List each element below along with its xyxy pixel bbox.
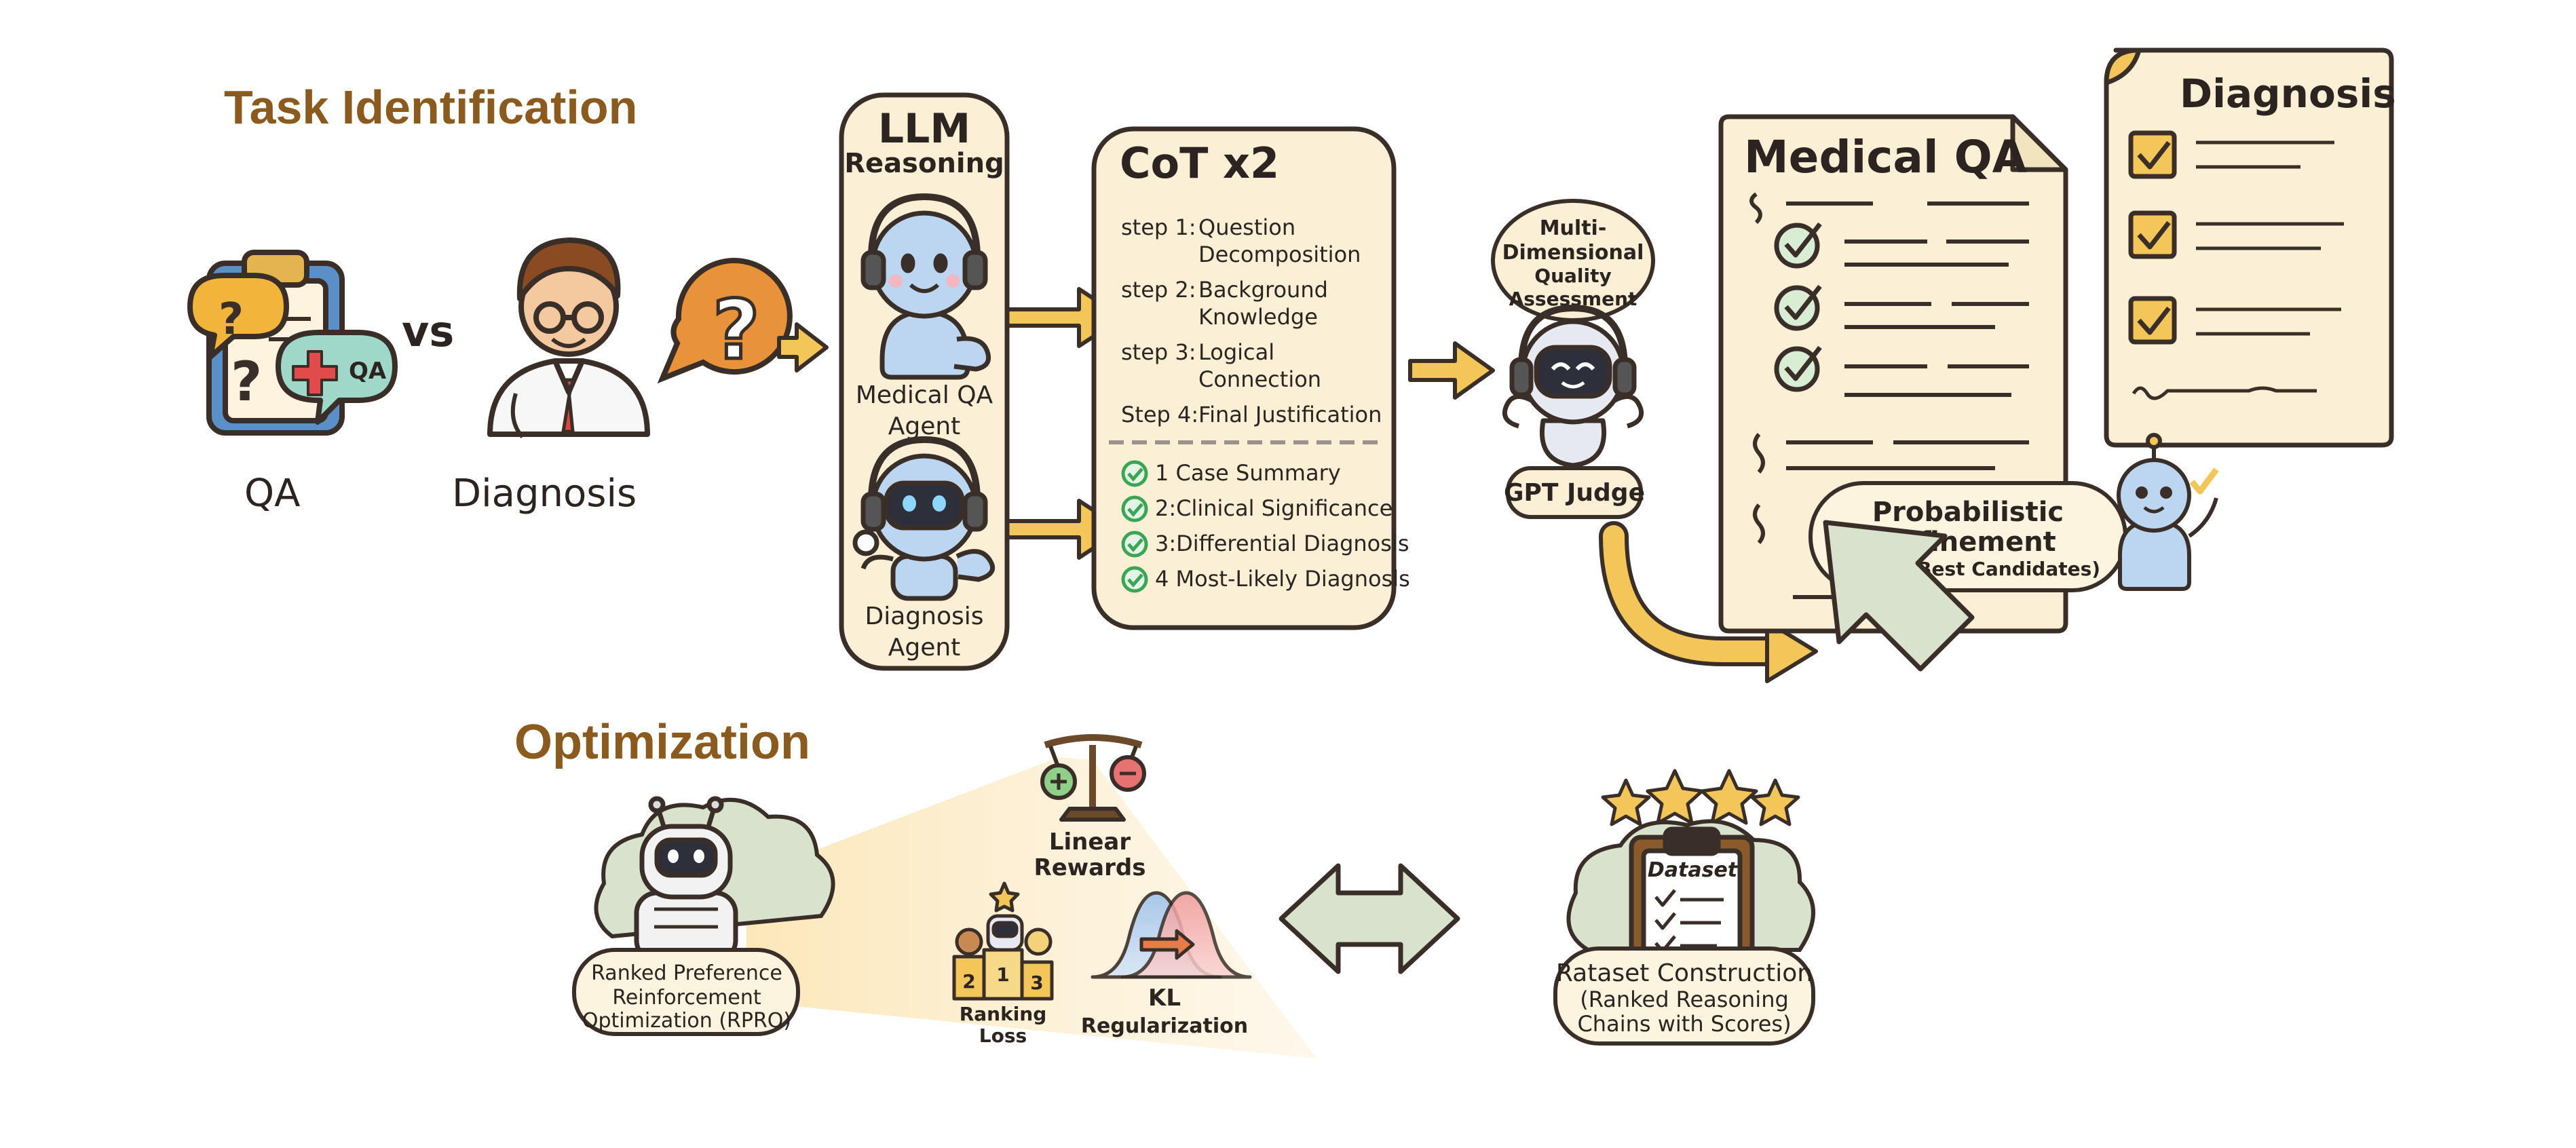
refinement-line1: Probabilistic: [1872, 497, 2064, 528]
qa-clipboard-icon: ? ?: [187, 250, 398, 436]
rpro-line2: Reinforcement: [612, 986, 761, 1010]
dataset-line3: Chains with Scores): [1577, 1011, 1791, 1037]
cot-step-3-line1: Logical: [1198, 339, 1274, 365]
dataset-line1: Rataset Construction: [1556, 959, 1813, 987]
diagnosis-agent-label-1: Diagnosis: [865, 602, 984, 630]
reasoning-title: Reasoning: [844, 148, 1004, 179]
arrow-cot-to-judge-icon: [1408, 341, 1495, 400]
cot-step-1-key: step 1:: [1121, 214, 1196, 240]
kl-line2: Regularization: [1081, 1014, 1248, 1038]
rpro-line1: Ranked Preference: [591, 961, 782, 985]
podium-2-label: 2: [962, 970, 975, 993]
cot-step-3-key: step 3:: [1121, 339, 1196, 365]
doctor-icon: [487, 237, 650, 439]
dataset-line2: (Ranked Reasoning: [1580, 987, 1789, 1012]
helper-robot-icon: [2117, 433, 2219, 591]
gpt-judge-label-box: [1506, 466, 1643, 519]
arrow-to-llm-icon: [777, 322, 829, 372]
cot-step-2-line2: Knowledge: [1198, 304, 1318, 330]
dataset-clipboard-label: Dataset: [1648, 858, 1739, 882]
double-arrow-icon: [1278, 863, 1460, 974]
qa-badge-text: QA: [349, 358, 387, 385]
cot-step-4-line1: Final Justification: [1198, 402, 1382, 427]
curved-arrow-icon: [1599, 521, 1818, 683]
cot-panel: [1091, 126, 1397, 630]
diagnosis-agent-label-2: Agent: [888, 634, 961, 662]
kl-line1: KL: [1148, 984, 1181, 1012]
cot-step-3-line2: Connection: [1198, 366, 1321, 392]
podium-3-label: 3: [1030, 972, 1043, 994]
cot-step-1-line2: Decomposition: [1198, 242, 1361, 267]
ranking-loss-line2: Loss: [979, 1025, 1027, 1047]
medical-qa-document-title: Medical QA: [1744, 131, 2027, 183]
medical-qa-agent-label-1: Medical QA: [856, 381, 993, 409]
podium-1-label: 1: [996, 963, 1009, 986]
judge-bubble-line3: Quality: [1534, 265, 1611, 287]
diagnosis-agent-icon: [852, 436, 996, 601]
cot-title: CoT x2: [1120, 138, 1279, 188]
dataset-label-box: [1553, 946, 1815, 1046]
stars-icon: [1601, 769, 1800, 826]
diagnosis-label: Diagnosis: [452, 472, 637, 516]
svg-text:?: ?: [219, 294, 244, 345]
balance-scale-icon: [1040, 734, 1146, 822]
cot-step-1-line1: Question: [1198, 214, 1295, 240]
ranking-podium-icon: [952, 881, 1054, 1001]
check-4-icon: [1121, 566, 1148, 593]
kl-distribution-icon: [1091, 891, 1252, 979]
dataset-clipboard-icon: [1629, 826, 1755, 980]
svg-text:?: ?: [231, 350, 262, 413]
svg-text:?: ?: [713, 284, 760, 378]
medical-qa-agent-icon: [860, 193, 991, 380]
optimization-title: Optimization: [514, 715, 810, 769]
diagnosis-document-title: Diagnosis: [2180, 71, 2396, 117]
rpro-line3: Optimization (RPRO): [582, 1009, 791, 1033]
question-bubble-icon: ?: [657, 258, 793, 384]
judge-bubble-line1: Multi-: [1540, 216, 1607, 240]
gpt-judge-robot-icon: [1502, 305, 1644, 468]
check-2-icon: [1121, 495, 1148, 522]
check-1-label: 1 Case Summary: [1155, 460, 1341, 486]
cot-step-2-key: step 2:: [1121, 277, 1196, 303]
gpt-judge-label: GPT Judge: [1504, 479, 1645, 507]
judge-bubble-line2: Dimensional: [1502, 241, 1644, 265]
medical-qa-agent-label-2: Agent: [888, 413, 961, 440]
check-1-icon: [1121, 460, 1148, 487]
check-4-label: 4 Most-Likely Diagnosls: [1155, 566, 1410, 592]
ranking-loss-line1: Ranking: [960, 1003, 1047, 1025]
qa-label: QA: [244, 472, 300, 516]
down-left-arrow-icon: [1823, 520, 1975, 672]
check-3-label: 3:Differential Diagnosis: [1155, 531, 1409, 556]
cot-step-2-line1: Background: [1198, 277, 1328, 303]
vs-label: vs: [402, 307, 454, 356]
task-identification-title: Task Identification: [224, 81, 637, 134]
linear-rewards-line2: Rewards: [1034, 854, 1146, 881]
cot-step-4-key: Step 4:: [1121, 402, 1198, 427]
diagnosis-document: [2104, 47, 2394, 448]
rpro-label-box: [572, 948, 800, 1036]
optimization-beam: [746, 757, 1317, 1058]
check-3-icon: [1121, 531, 1148, 558]
linear-rewards-line1: Linear: [1049, 828, 1131, 856]
llm-title: LLM: [878, 105, 970, 153]
check-2-label: 2:Clinical Significance: [1155, 495, 1393, 521]
